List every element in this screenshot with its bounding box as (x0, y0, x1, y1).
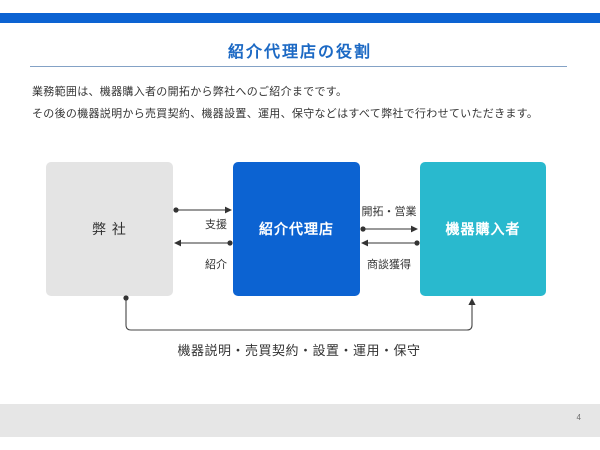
box-our-company-label: 弊 社 (92, 221, 127, 237)
title-underline (30, 66, 567, 67)
arrow-label-deal-acquisition: 商談獲得 (367, 259, 411, 271)
arrow-label-support: 支援 (205, 219, 227, 231)
intro-line-1: 業務範囲は、機器購入者の開拓から弊社へのご紹介までです。 (32, 86, 348, 98)
arrow-bottom-flow (123, 295, 476, 331)
bottom-flow-label: 機器説明・売買契約・設置・運用・保守 (177, 343, 421, 358)
intro-line-2: その後の機器説明から売買契約、機器設置、運用、保守などはすべて弊社で行わせていた… (32, 108, 539, 120)
arrow-label-referral: 紹介 (205, 259, 227, 271)
box-our-company: 弊 社 (46, 162, 173, 296)
footer-bar (0, 404, 600, 437)
page-title: 紹介代理店の役割 (227, 44, 372, 61)
arrow-label-prospecting-sales: 開拓・営業 (361, 206, 417, 218)
box-referral-agency-label: 紹介代理店 (259, 221, 334, 237)
page-number: 4 (576, 413, 581, 422)
box-equipment-buyer: 機器購入者 (420, 162, 546, 296)
box-referral-agency: 紹介代理店 (233, 162, 360, 296)
box-equipment-buyer-label: 機器購入者 (445, 221, 521, 237)
arrow-prospecting-sales (360, 225, 418, 233)
arrow-deal-acquisition (361, 239, 420, 247)
arrow-referral (174, 239, 233, 247)
arrow-support (173, 206, 232, 214)
top-accent-bar (0, 13, 600, 23)
intro-text: 業務範囲は、機器購入者の開拓から弊社へのご紹介までです。 その後の機器説明から売… (32, 81, 538, 125)
